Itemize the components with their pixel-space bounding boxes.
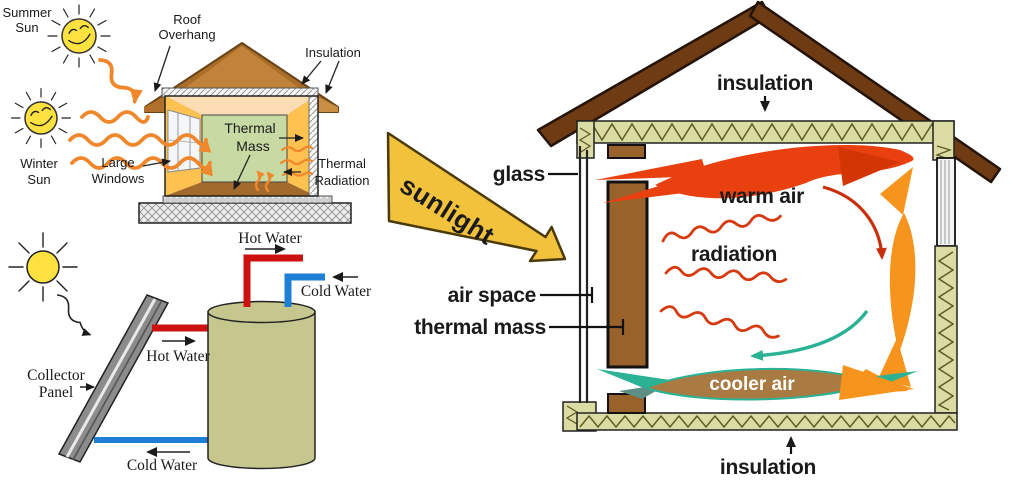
right-wall-insulation [934,245,958,414]
air-space-label: air space [448,284,536,307]
insulation-label: Insulation [305,45,361,60]
storage-tank [207,300,316,470]
insulation-arrow-2 [325,60,340,94]
thermal-radiation-label2: Radiation [315,173,370,188]
large-windows-label2: Windows [92,171,145,186]
collector-panel-label: Collector [27,367,86,384]
summer-sun-ray [98,58,143,105]
collector-panel [57,294,170,463]
solar-water-heater-diagram: Hot Water Cold Water Hot Water Cold Wate… [8,230,372,474]
winter-ray-2 [68,133,212,153]
sunlight-wedge: sunlight [386,131,567,263]
thermal-radiation-waves [254,145,314,193]
insulation-bottom-label: insulation [720,456,816,479]
glass-wall [578,146,589,403]
sun-rays [68,58,213,177]
warm-air-label: warm air [719,185,804,208]
label-leader-lines [540,172,625,335]
radiation-label: radiation [691,243,777,266]
glass-label: glass [493,163,545,186]
floor-insulation [562,401,958,432]
collector-panel-label2: Panel [39,384,73,401]
radiation-waves [659,213,788,339]
thermal-mass-label: thermal mass [414,316,546,339]
sunlight-squiggle-arrow [56,294,92,336]
sun-face [30,106,53,127]
large-windows-arrow [142,158,171,167]
summer-sun-label2: Sun [15,20,38,35]
flow-arrows [80,244,358,457]
mass-top-block [607,144,646,159]
thermal-mass-arrow-floor [233,154,251,190]
right-wall [934,157,958,414]
passive-design-house-diagram: Summer Sun Winter Sun Roof Overhang Insu… [2,4,370,224]
insulation-arrow-1 [301,60,322,85]
warm-air-flow [595,145,914,203]
cold-water-inlet-pipe [284,273,325,307]
sun-winter-icon [10,87,72,149]
roof-overhang-label2: Overhang [158,27,215,42]
sun-summer-icon [47,4,111,68]
cold-water-inlet-label: Cold Water [301,283,372,300]
roof-overhang-arrow [153,45,171,92]
mass-bottom-block [607,393,646,414]
label-arrows [142,45,340,190]
trombe-wall-house-diagram: sunlight insulation glass warm air radia… [386,0,1002,479]
thermal-mass-label: Thermal [224,120,275,136]
warm-air-curved-arrow [822,185,887,260]
cold-water-pipe-label: Cold Water [127,457,198,474]
cooler-air-curved-arrow [750,309,869,361]
roof-overhang-label: Roof [173,12,201,27]
winter-sun-label: Winter [20,156,58,171]
hot-water-outlet-pipe [243,254,303,307]
ceiling-insulation [576,120,955,161]
mass-main-column [606,180,649,369]
winter-sun-label2: Sun [27,172,50,187]
thermal-mass-label2: Mass [236,138,269,154]
winter-ray-3 [70,156,213,177]
large-windows-label: Large [101,155,134,170]
thermal-radiation-label: Thermal [318,156,366,171]
winter-ray-1 [80,110,150,124]
cooler-air-flow [597,365,918,401]
ceiling [165,96,316,115]
cooler-air-label: cooler air [709,374,795,395]
trombe-thermal-mass [606,144,649,414]
right-window [936,157,956,247]
insulation-top-label: insulation [717,72,813,95]
hot-water-pipe-label: Hot Water [146,348,210,365]
sun-face [68,24,91,45]
hot-water-outlet-label: Hot Water [238,230,302,247]
summer-sun-label: Summer [2,5,52,20]
sun-icon [8,232,78,302]
foundation [138,195,352,224]
